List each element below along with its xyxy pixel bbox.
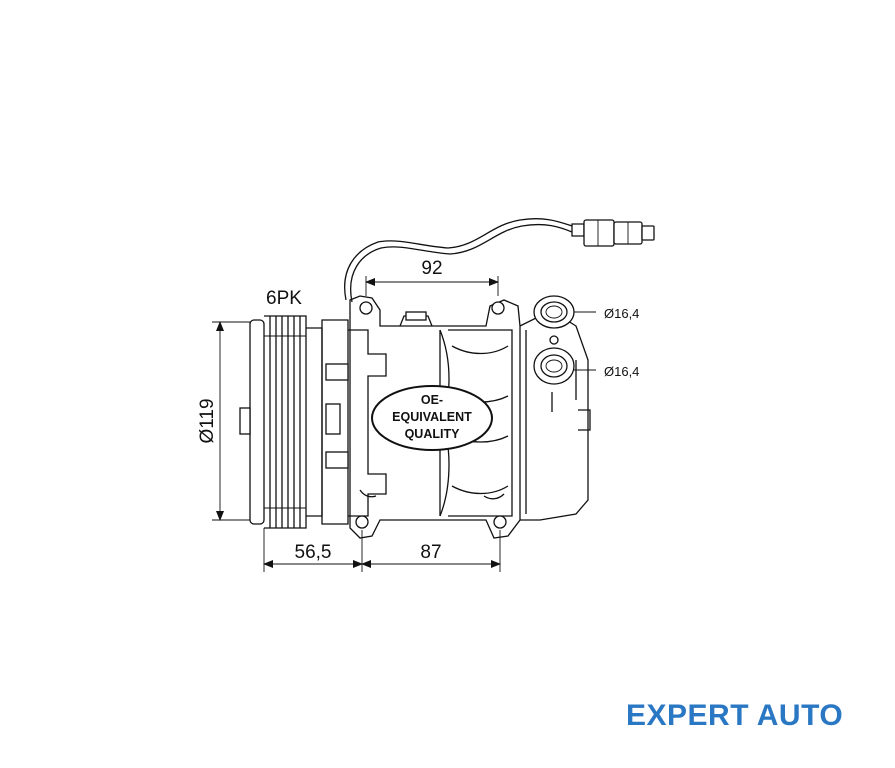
badge-line-2: EQUIVALENT [392,410,472,424]
badge-line-1: OE- [421,393,443,407]
wire-connector [583,219,655,247]
belt-profile-label: 6PK [266,288,302,309]
front-housing [321,319,387,525]
dimension-92-label: 92 [421,258,442,279]
badge-line-3: QUALITY [405,427,461,441]
dimension-92: 92 [365,258,499,296]
port-dimensions: Ø16,4 Ø16,4 [574,306,639,379]
dimension-56-5-label: 56,5 [295,542,332,563]
lower-port [533,335,575,385]
rear-head [519,315,591,521]
watermark-logo: EXPERT AUTO [626,699,844,732]
dimension-diameter: Ø119 [197,321,250,521]
upper-port-label: Ø16,4 [604,306,639,321]
lower-port-label: Ø16,4 [604,364,639,379]
upper-port [533,295,575,329]
dimension-diameter-label: Ø119 [197,398,218,443]
dimension-bottom: 56,5 87 [263,528,501,572]
pulley [239,315,323,529]
oe-equivalent-badge: OE- EQUIVALENT QUALITY [371,385,493,451]
wire-harness [344,218,585,303]
dimension-87-label: 87 [420,542,441,563]
